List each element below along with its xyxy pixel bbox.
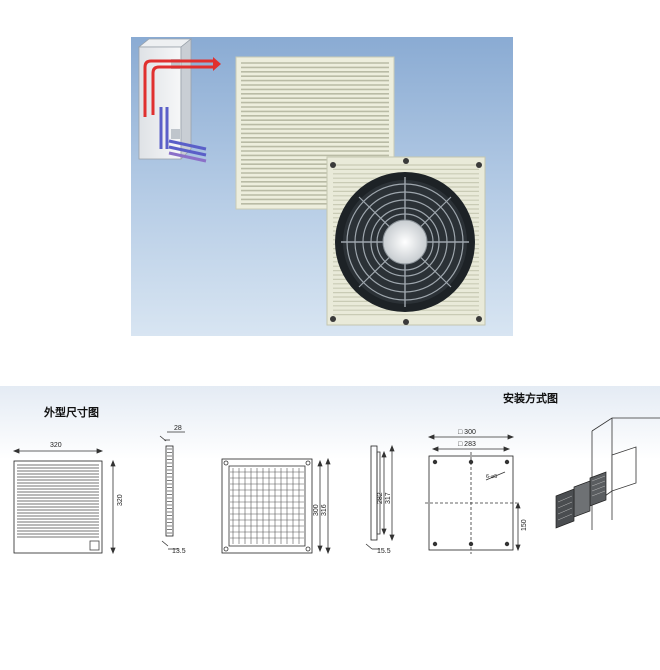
- product-photo: [131, 37, 513, 336]
- dim-hole-note: 6-⌀5: [486, 474, 497, 480]
- front-view-drawing: [12, 448, 116, 555]
- drawings-band: [0, 386, 660, 596]
- dim-cutout-inner: □ 283: [458, 441, 476, 448]
- fan-unit-image: [326, 156, 486, 326]
- fan-frame-drawing: [221, 457, 331, 555]
- dim-fan-height-outer: 316: [321, 504, 328, 516]
- dim-side-top: 28: [174, 425, 182, 432]
- dim-front-width: 320: [50, 442, 62, 449]
- dim-frame-depth: 15.5: [377, 548, 391, 555]
- side-profile-drawing: [159, 431, 185, 550]
- installation-perspective-drawing: [555, 417, 660, 530]
- dim-frame-height-inner: 282: [377, 492, 384, 504]
- dim-fan-height-inner: 300: [313, 504, 320, 516]
- dim-cutout-half: 150: [521, 519, 528, 531]
- dim-cutout-outer: □ 300: [458, 429, 476, 436]
- dim-front-height: 320: [117, 494, 124, 506]
- installation-method-heading: 安装方式图: [503, 393, 558, 405]
- technical-drawings: 320 320 28 13.5 300 316 282 317 15.5 □ 3…: [12, 417, 660, 555]
- mounting-cutout-drawing: [425, 434, 521, 554]
- frame-side-drawing: [365, 444, 395, 550]
- product-photo-illustration: [131, 37, 513, 336]
- dim-side-bottom: 13.5: [172, 548, 186, 555]
- dim-frame-height-outer: 317: [385, 492, 392, 504]
- outline-dimensions-heading: 外型尺寸图: [44, 407, 99, 419]
- cabinet-airflow-icon: [137, 38, 221, 163]
